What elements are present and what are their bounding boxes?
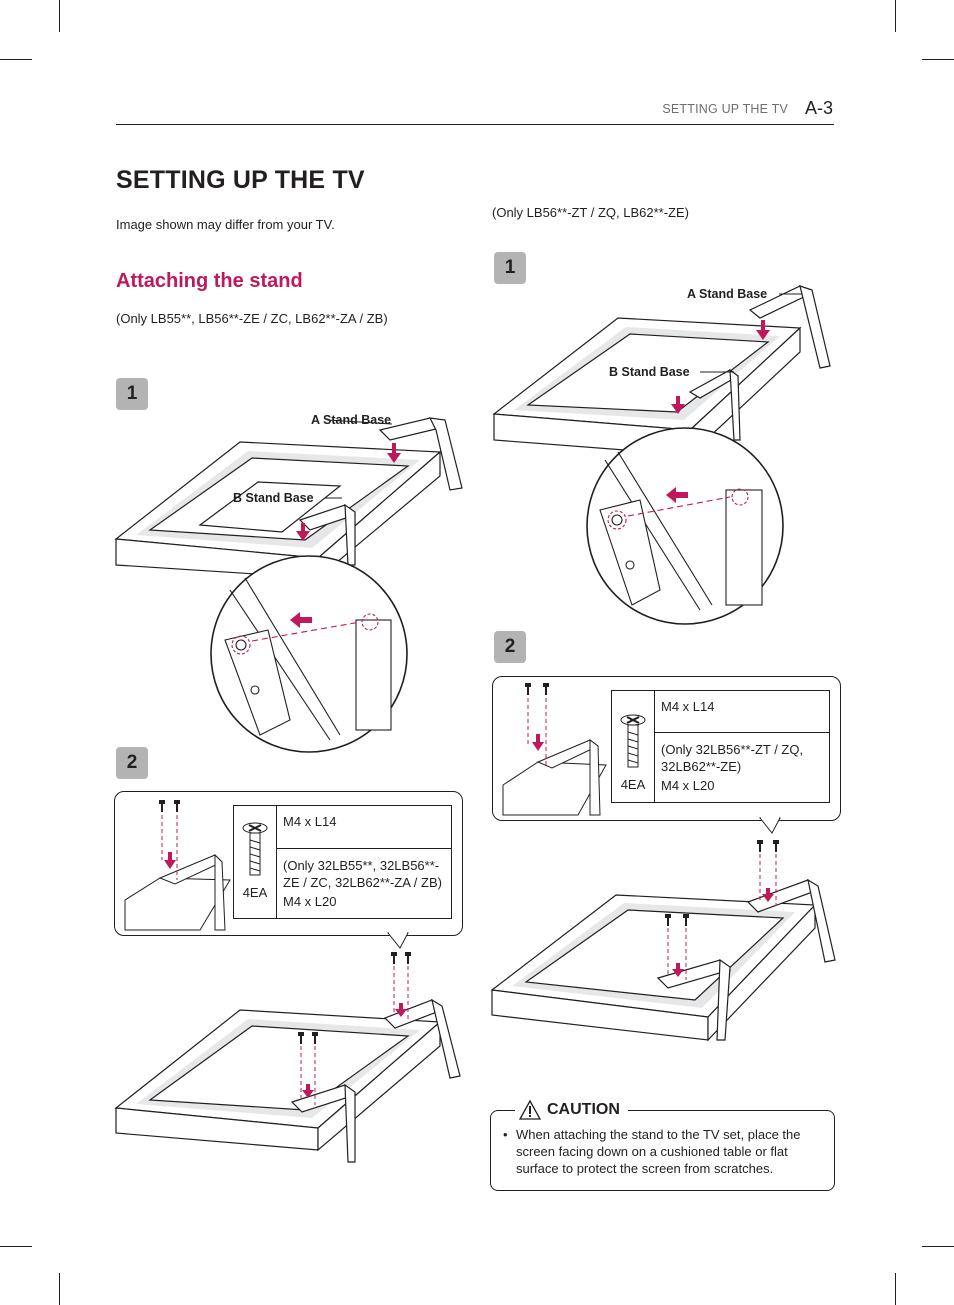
screw-spec-table: 4EA M4 x L14 (Only 32LB56**-ZT / ZQ, 32L…	[611, 690, 830, 803]
a-stand-base-label: A Stand Base	[687, 287, 768, 301]
bullet-marker: •	[503, 1127, 508, 1142]
running-header: SETTING UP THE TV	[662, 102, 788, 116]
step-badge-1: 1	[116, 378, 148, 410]
crop-mark	[59, 0, 60, 32]
screw-size-short: M4 x L14	[654, 690, 830, 733]
screw-size-long: M4 x L20	[661, 778, 715, 793]
magenta-arrow	[290, 612, 312, 628]
left-model-note: (Only LB55**, LB56**-ZE / ZC, LB62**-ZA …	[116, 311, 388, 326]
screw-quantity: 4EA	[620, 777, 646, 792]
screw-spec-table: 4EA M4 x L14 (Only 32LB55**, 32LB56**-ZE…	[233, 805, 452, 919]
a-stand-base-label: A Stand Base	[311, 413, 392, 427]
magenta-arrow	[532, 734, 544, 751]
crop-mark	[0, 1246, 32, 1247]
magenta-arrow	[164, 852, 176, 869]
magenta-arrow	[666, 487, 688, 503]
magenta-arrow	[302, 1003, 407, 1098]
crop-mark	[0, 59, 32, 60]
header-rule	[116, 124, 834, 125]
screw-icon	[525, 683, 549, 695]
caution-text: When attaching the stand to the TV set, …	[516, 1127, 801, 1176]
screw-icon	[242, 822, 268, 876]
stand-b	[298, 503, 357, 566]
b-stand-base-label: B Stand Base	[233, 491, 314, 505]
page-number: A-3	[805, 98, 834, 118]
step-badge-2: 2	[116, 747, 148, 779]
page-title: SETTING UP THE TV	[116, 166, 365, 194]
detail-contents	[599, 451, 763, 611]
section-title: Attaching the stand	[116, 270, 303, 292]
caution-box	[490, 1110, 835, 1191]
step-badge-1: 1	[494, 252, 526, 284]
screw-icon	[620, 714, 646, 768]
magenta-arrow	[672, 888, 774, 977]
right-model-note: (Only LB56**-ZT / ZQ, LB62**-ZE)	[492, 205, 689, 220]
caution-item: • When attaching the stand to the TV set…	[503, 1126, 823, 1177]
step-badge-2: 2	[494, 631, 526, 663]
warning-icon	[518, 1099, 542, 1120]
detail-contents	[224, 577, 392, 741]
magenta-arrow	[671, 320, 770, 414]
screw-quantity: 4EA	[242, 885, 268, 900]
magenta-arrow	[296, 443, 401, 541]
screw-image-cell: 4EA	[611, 690, 655, 803]
stand-a	[378, 417, 463, 491]
crop-mark	[895, 1273, 896, 1305]
caution-title: CAUTION	[547, 1101, 620, 1118]
screw-icon	[159, 800, 180, 812]
screw-icon	[665, 840, 779, 926]
crop-mark	[922, 1246, 954, 1247]
screw-size-long: M4 x L20	[283, 894, 337, 909]
b-stand-base-label: B Stand Base	[609, 365, 690, 379]
screw-model-note: (Only 32LB56**-ZT / ZQ, 32LB62**-ZE)	[661, 742, 804, 774]
caution-heading: CAUTION	[515, 1099, 628, 1120]
crop-mark	[59, 1273, 60, 1305]
crop-mark	[895, 0, 896, 32]
crop-mark	[922, 59, 954, 60]
screw-model-note: (Only 32LB55**, 32LB56**-ZE / ZC, 32LB62…	[283, 858, 442, 890]
screw-icon	[298, 952, 411, 1044]
disclaimer: Image shown may differ from your TV.	[116, 217, 335, 232]
leader-line	[326, 419, 393, 425]
